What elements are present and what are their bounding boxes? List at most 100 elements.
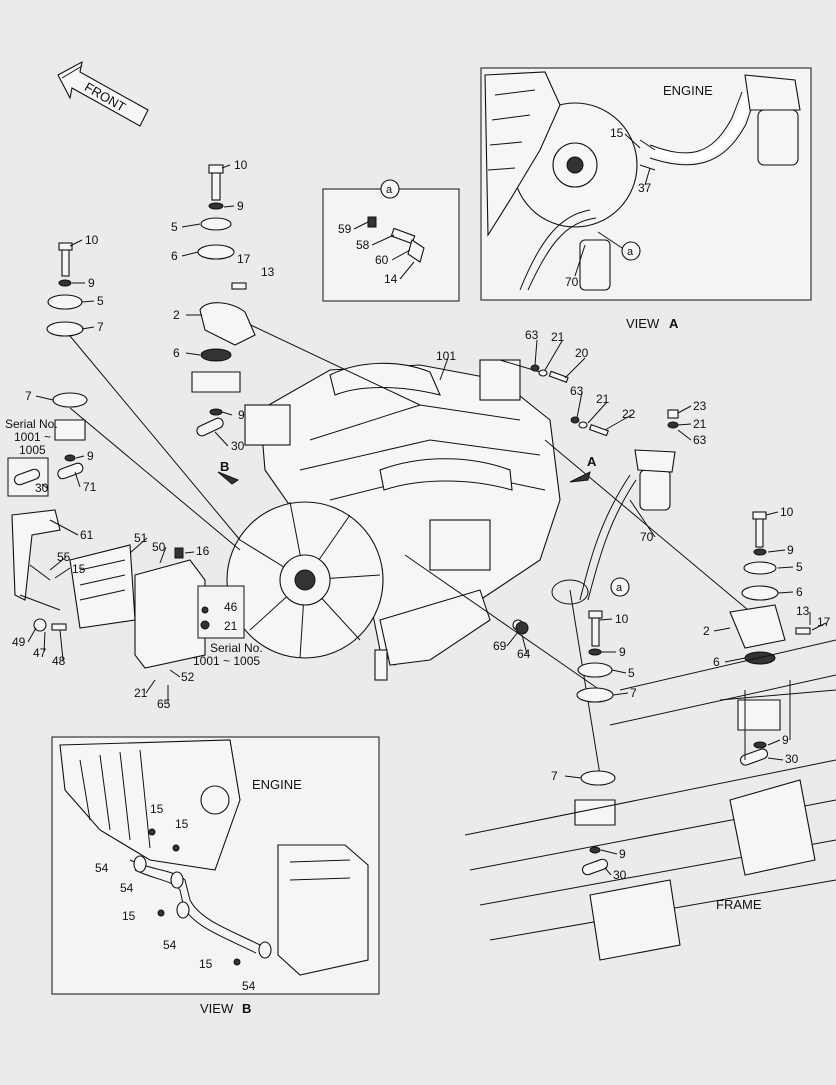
label-21a: 21 xyxy=(224,619,238,633)
view-a-label-37: 37 xyxy=(638,181,652,195)
label-17a: 17 xyxy=(237,252,251,266)
label-5a: 5 xyxy=(171,220,178,234)
detail-a-label-58: 58 xyxy=(356,238,370,252)
label-6a: 6 xyxy=(171,249,178,263)
label-61: 61 xyxy=(80,528,94,542)
serial-1-line1: Serial No. xyxy=(5,417,58,431)
label-16: 16 xyxy=(196,544,210,558)
label-9c: 9 xyxy=(88,276,95,290)
label-5c: 5 xyxy=(796,560,803,574)
mount-stack-center-lower xyxy=(576,610,614,703)
label-13b: 13 xyxy=(796,604,810,618)
label-52: 52 xyxy=(181,670,195,684)
label-30c: 30 xyxy=(785,752,799,766)
view-b-label-54-a: 54 xyxy=(95,861,109,875)
label-64: 64 xyxy=(517,647,531,661)
label-30a: 30 xyxy=(231,439,245,453)
label-7d: 7 xyxy=(551,769,558,783)
serial-2-line1: Serial No. xyxy=(210,641,263,655)
label-51: 51 xyxy=(134,531,148,545)
label-9b: 9 xyxy=(238,408,245,422)
view-a-label-70: 70 xyxy=(565,275,579,289)
view-b-label-54-b: 54 xyxy=(120,881,134,895)
view-b-label-54-c: 54 xyxy=(163,938,177,952)
right-fuel-filter xyxy=(579,409,679,601)
view-a-engine-label: ENGINE xyxy=(663,83,713,98)
view-a-callout: a xyxy=(627,246,634,258)
label-21c: 21 xyxy=(551,330,565,344)
view-b-title: VIEW xyxy=(200,1001,234,1016)
label-21e: 21 xyxy=(693,417,707,431)
label-48: 48 xyxy=(52,654,66,668)
view-b-label-15-b: 15 xyxy=(175,817,189,831)
mount-stack-left-middle xyxy=(7,392,88,497)
detail-a-label-14: 14 xyxy=(384,272,398,286)
label-15a: 15 xyxy=(72,562,86,576)
label-69: 69 xyxy=(493,639,507,653)
label-30b: 30 xyxy=(35,481,49,495)
label-10d: 10 xyxy=(615,612,629,626)
label-55: 55 xyxy=(57,550,71,564)
label-7c: 7 xyxy=(630,686,637,700)
label-9e: 9 xyxy=(787,543,794,557)
label-9g: 9 xyxy=(619,645,626,659)
label-22: 22 xyxy=(622,407,636,421)
detail-a-callout: a xyxy=(386,184,393,196)
label-30d: 30 xyxy=(613,868,627,882)
label-10a: 10 xyxy=(234,158,248,172)
main-callout-circle xyxy=(610,577,630,597)
label-70: 70 xyxy=(640,530,654,544)
label-5b: 5 xyxy=(97,294,104,308)
label-21b: 21 xyxy=(134,686,148,700)
label-9h: 9 xyxy=(619,847,626,861)
label-6b: 6 xyxy=(173,346,180,360)
label-21d: 21 xyxy=(596,392,610,406)
label-7b: 7 xyxy=(25,389,32,403)
view-a-letter: A xyxy=(669,316,679,331)
label-101: 101 xyxy=(436,349,456,363)
label-63a: 63 xyxy=(525,328,539,342)
mount-stack-frame xyxy=(574,770,616,876)
frame-structure xyxy=(464,639,836,961)
view-b-label-15-c: 15 xyxy=(122,909,136,923)
engine-assembly xyxy=(226,359,561,681)
view-b-engine-label: ENGINE xyxy=(252,777,302,792)
label-10b: 10 xyxy=(85,233,99,247)
arrow-a-label: A xyxy=(587,454,597,469)
label-49: 49 xyxy=(12,635,26,649)
label-9f: 9 xyxy=(782,733,789,747)
view-b-letter: B xyxy=(242,1001,251,1016)
small-fasteners-upper xyxy=(512,364,609,635)
view-a-label-15: 15 xyxy=(610,126,624,140)
view-a-title: VIEW xyxy=(626,316,660,331)
label-23: 23 xyxy=(693,399,707,413)
view-b-label-15-a: 15 xyxy=(150,802,164,816)
label-13a: 13 xyxy=(261,265,275,279)
label-63c: 63 xyxy=(693,433,707,447)
label-47: 47 xyxy=(33,646,47,660)
arrow-b-label: B xyxy=(220,459,229,474)
view-a-box: ENGINE 15 37 70 a xyxy=(480,67,812,301)
view-a-callout-circle xyxy=(621,241,641,261)
front-arrow: FRONT xyxy=(57,60,149,127)
label-2a: 2 xyxy=(173,308,180,322)
view-b-label-15-d: 15 xyxy=(199,957,213,971)
detail-a-label-60: 60 xyxy=(375,253,389,267)
label-7a: 7 xyxy=(97,320,104,334)
detail-a-label-59: 59 xyxy=(338,222,352,236)
main-callout: a xyxy=(616,582,623,594)
mount-stack-right xyxy=(729,511,811,766)
label-71: 71 xyxy=(83,480,97,494)
label-10c: 10 xyxy=(780,505,794,519)
ecu-assembly xyxy=(11,509,245,669)
label-63b: 63 xyxy=(570,384,584,398)
label-20: 20 xyxy=(575,346,589,360)
view-b-box: ENGINE 15 15 54 54 15 54 15 54 xyxy=(51,736,380,995)
label-6c: 6 xyxy=(796,585,803,599)
serial-2-line2: 1001 ~ 1005 xyxy=(193,654,260,668)
label-50: 50 xyxy=(152,540,166,554)
label-9a: 9 xyxy=(237,199,244,213)
serial-1-line2: 1001 ~ xyxy=(14,430,51,444)
